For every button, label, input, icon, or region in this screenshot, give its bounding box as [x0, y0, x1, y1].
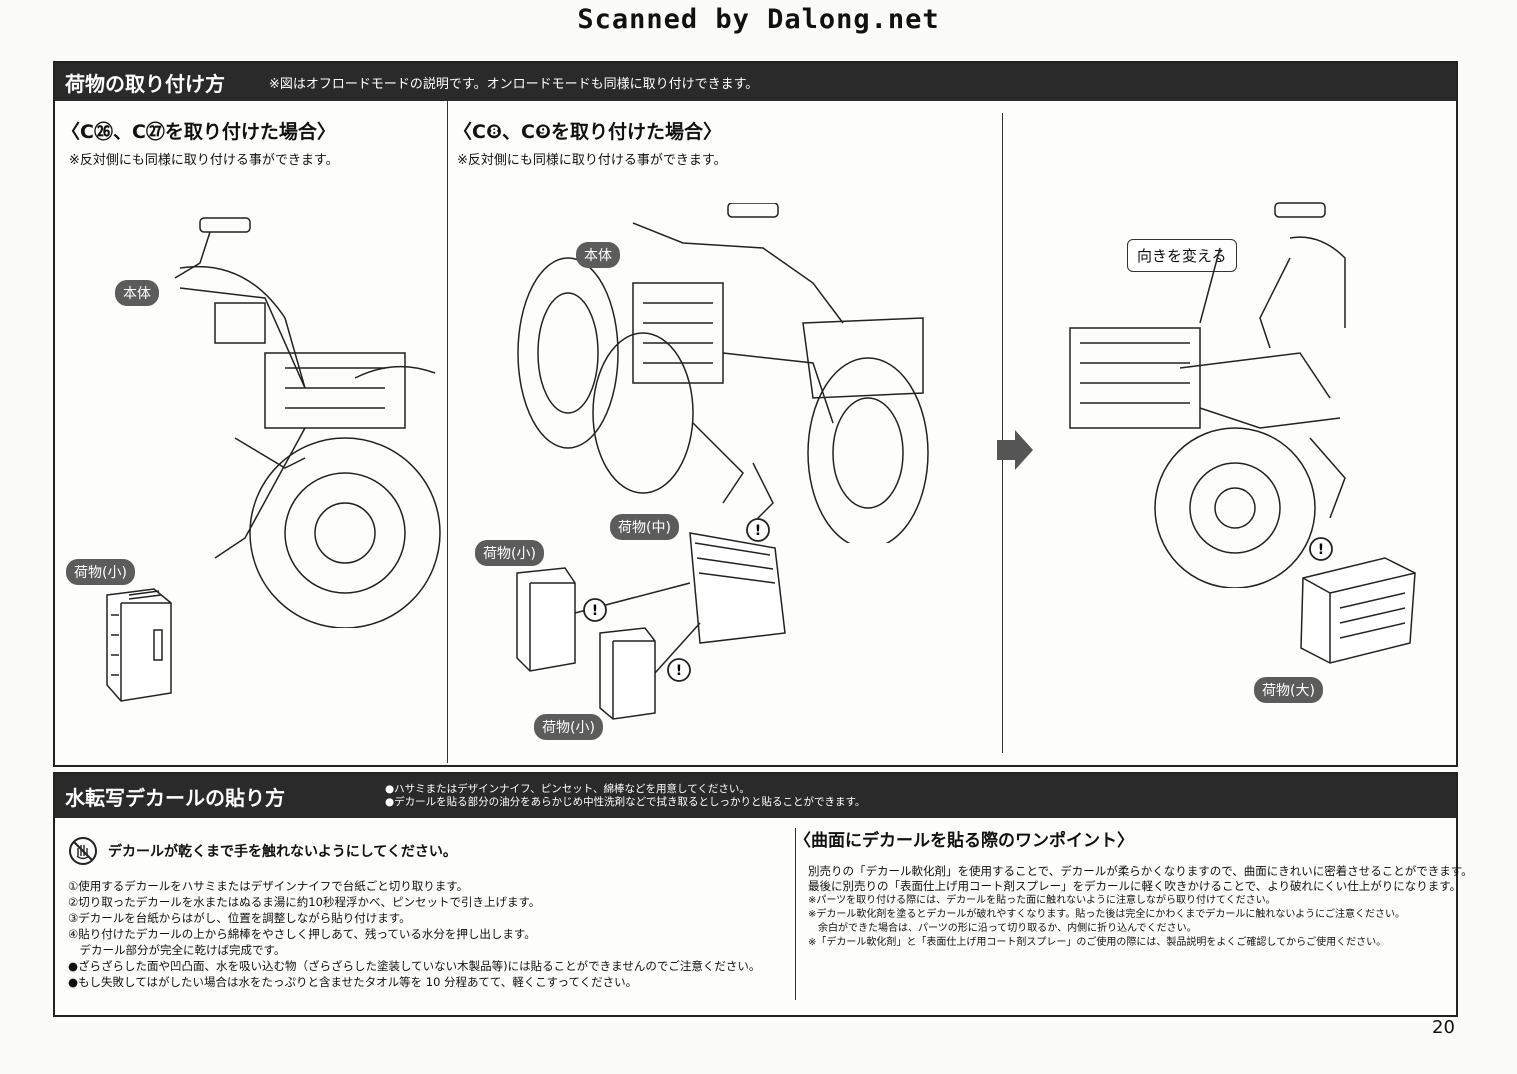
col2-title: 〈C❽、C❾を取り付けた場合〉: [453, 121, 723, 143]
decal-tip-note: 余白ができた場合は、パーツの形に沿って切り取るか、内側に折り込んでください。: [808, 923, 1197, 934]
col2-note: ※反対側にも同様に取り付ける事ができます。: [457, 153, 727, 168]
column-divider-2: [1002, 113, 1003, 753]
decal-section-title: 水転写デカールの貼り方: [65, 785, 285, 810]
hand-no-touch-icon: [69, 837, 97, 865]
col2-bike-illustration: [517, 203, 929, 543]
warning-icon: !: [746, 518, 770, 542]
col3-bike-illustration: [1069, 202, 1346, 588]
svg-text:!: !: [676, 663, 682, 679]
cargo-attachment-panel: 荷物の取り付け方 ※図はオフロードモードの説明です。オンロードモードも同様に取り…: [53, 61, 1458, 767]
cargo-section-title: 荷物の取り付け方: [65, 71, 225, 96]
page-number: 20: [1432, 1017, 1455, 1038]
decal-tip-title: 〈曲面にデカールを貼る際のワンポイント〉: [794, 831, 1134, 851]
col1-cargo-small-tag: 荷物(小): [66, 559, 135, 585]
decal-tip-note: ※デカール軟化剤を塗るとデカールが破れやすくなります。貼った後は完全にかわくまで…: [808, 909, 1405, 920]
warning-icon: !: [1309, 537, 1333, 561]
col2-cargo-small-tag-1: 荷物(小): [475, 540, 544, 566]
decal-header-bar: 水転写デカールの貼り方 ●ハサミまたはデザインナイフ、ピンセット、綿棒などを用意…: [55, 774, 1456, 818]
decal-step: ①使用するデカールをハサミまたはデザインナイフで台紙ごと切り取ります。: [68, 879, 469, 893]
decal-column-divider: [795, 828, 796, 1000]
col3-cargo-large-tag: 荷物(大): [1254, 677, 1323, 703]
cargo-section-note: ※図はオフロードモードの説明です。オンロードモードも同様に取り付けできます。: [269, 76, 759, 92]
svg-text:!: !: [755, 523, 761, 539]
decal-prep-bullet: ●デカールを貼る部分の油分をあらかじめ中性洗剤などで拭き取るとしっかりと貼ること…: [385, 796, 866, 808]
col2-body-tag: 本体: [576, 242, 620, 268]
decal-prep-bullet: ●ハサミまたはデザインナイフ、ピンセット、綿棒などを用意してください。: [385, 783, 750, 795]
col1-note: ※反対側にも同様に取り付ける事ができます。: [69, 153, 339, 168]
col1-title: 〈C㉖、C㉗を取り付けた場合〉: [61, 121, 336, 143]
decal-step: ●もし失敗してはがしたい場合は水をたっぷりと含ませたタオル等を 10 分程あてて…: [68, 975, 638, 989]
decal-instructions-panel: 水転写デカールの貼り方 ●ハサミまたはデザインナイフ、ピンセット、綿棒などを用意…: [53, 772, 1473, 1017]
decal-tip-note: ※パーツを取り付ける際には、デカールを貼った面に触れないように注意しながら取り付…: [808, 895, 1276, 906]
col2-cargo-mid-tag: 荷物(中): [610, 514, 679, 540]
decal-tip-note: ※「デカール軟化剤」と「表面仕上げ用コート剤スプレー」のご使用の際には、製品説明…: [808, 937, 1387, 948]
decal-step: ●ざらざらした面や凹凸面、水を吸い込む物（ざらざらした塗装していない木製品等)に…: [68, 959, 761, 973]
decal-tip-body: 別売りの「デカール軟化剤」を使用することで、デカールが柔らかくなりますので、曲面…: [808, 864, 1473, 950]
arrow-right-icon: [997, 430, 1033, 470]
svg-text:!: !: [1318, 542, 1324, 558]
scan-watermark: Scanned by Dalong.net: [577, 4, 940, 35]
decal-step: デカール部分が完全に乾けば完成です。: [68, 943, 286, 957]
decal-tip-line: 最後に別売りの「表面仕上げ用コート剤スプレー」をデカールに軽く吹きかけることで、…: [808, 879, 1462, 893]
decal-step: ③デカールを台紙からはがし、位置を調整しながら貼り付けます。: [68, 911, 411, 925]
svg-text:!: !: [592, 603, 598, 619]
cargo-header-bar: 荷物の取り付け方 ※図はオフロードモードの説明です。オンロードモードも同様に取り…: [55, 63, 1456, 101]
warning-icon: !: [583, 598, 607, 622]
decal-tip-line: 別売りの「デカール軟化剤」を使用することで、デカールが柔らかくなりますので、曲面…: [808, 864, 1473, 878]
decal-prep-bullets: ●ハサミまたはデザインナイフ、ピンセット、綿棒などを用意してください。 ●デカー…: [385, 783, 865, 809]
col3-cargo-large: [1300, 557, 1416, 664]
decal-caution-text: デカールが乾くまで手を触れないようにしてください。: [108, 844, 457, 860]
col1-body-tag: 本体: [115, 280, 159, 306]
decal-step: ②切り取ったデカールを水またはぬるま湯に約10秒程浮かべ、ピンセットで引き上げま…: [68, 895, 541, 909]
decal-caution: デカールが乾くまで手を触れないようにしてください。: [68, 836, 457, 866]
col2-cargo-small-tag-2: 荷物(小): [534, 714, 603, 740]
decal-step: ④貼り付けたデカールの上から綿棒をやさしく押しあて、残っている水分を押し出します…: [68, 927, 536, 941]
decal-steps-list: ①使用するデカールをハサミまたはデザインナイフで台紙ごと切り取ります。 ②切り取…: [68, 878, 760, 990]
column-divider-1: [447, 101, 448, 763]
col1-bike-illustration: [174, 217, 441, 628]
col2-cargo-boxes: [516, 532, 786, 720]
col1-cargo-box: [106, 588, 172, 702]
warning-icon: !: [667, 658, 691, 682]
